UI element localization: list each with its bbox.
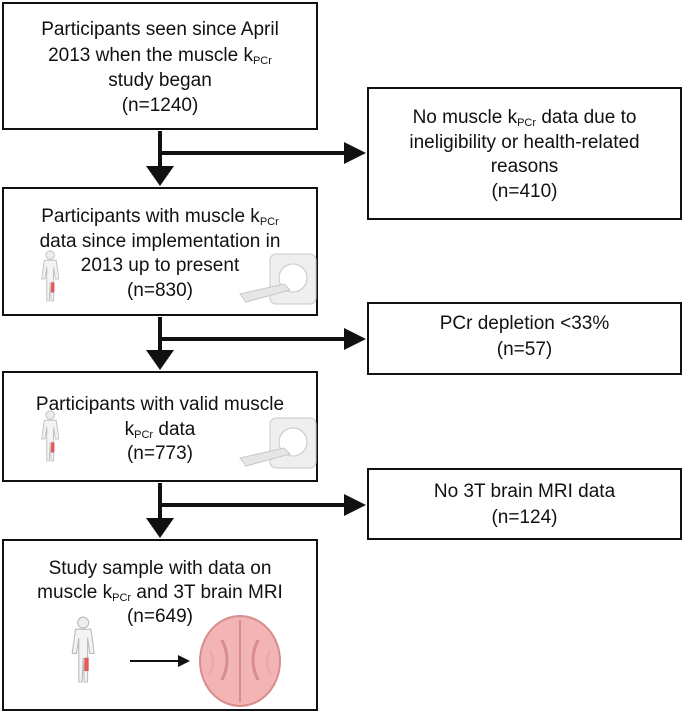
kpcr-subscript: PCr [517,117,537,129]
kpcr-subscript: PCr [134,429,154,441]
box-with-data-line1: Participants with muscle kPCr [2,205,318,234]
box-with-data-line1-text: Participants with muscle k [41,206,260,227]
box-exclusion-3-count: (n=124) [491,507,558,528]
box-exclusion-2 [367,302,682,375]
box-exclusion-2-count: (n=57) [496,339,553,360]
box-with-data-line3: 2013 up to present [80,255,240,276]
leg-to-brain-arrow [130,655,190,667]
box-study-sample-line2-pre: muscle k [37,582,113,603]
box-valid-line2-post: data [153,419,196,440]
box-exclusion-1-line3: reasons [490,156,559,177]
mri-scanner-icon [239,253,317,305]
box-start-count: (n=1240) [121,95,199,116]
box-start-line3: study began [108,70,212,91]
box-with-data-line2: data since implementation in [39,231,281,252]
box-exclusion-1-count: (n=410) [491,181,558,202]
side-arrow-2 [160,328,366,350]
box-valid-line2: kPCr data [2,418,318,447]
down-arrow-2 [146,317,174,370]
down-arrow-3 [146,483,174,538]
box-start-line2: 2013 when the muscle kPCr [2,44,318,73]
box-valid-count: (n=773) [126,443,194,464]
human-leg-icon [41,410,60,462]
down-arrow-1 [146,131,174,186]
box-exclusion-1 [367,87,682,220]
kpcr-subscript: PCr [252,55,272,67]
side-arrow-1 [160,142,366,164]
kpcr-subscript: PCr [259,216,279,228]
box-exclusion-2-line1: PCr depletion <33% [439,313,610,334]
human-leg-icon [71,616,95,683]
kpcr-subscript: PCr [112,592,132,604]
box-exclusion-1-line1: No muscle kPCr data due to [367,106,682,135]
box-study-sample-line2-post: and 3T brain MRI [131,582,283,603]
brain-icon [199,615,281,707]
mri-scanner-icon [239,417,317,469]
box-valid-line1: Participants with valid muscle [35,394,285,415]
box-with-data-count: (n=830) [126,280,194,301]
side-arrow-3 [160,494,366,516]
box-exclusion-1-line1-post: data due to [536,107,637,128]
box-exclusion-1-line2: ineligibility or health-related [409,132,640,153]
box-start-line2-text: 2013 when the muscle k [48,45,253,66]
box-start [2,2,318,130]
box-exclusion-1-line1-pre: No muscle k [412,107,518,128]
box-study-sample-line1: Study sample with data on [48,558,272,579]
box-start-line1: Participants seen since April [41,19,279,40]
box-study-sample-count: (n=649) [126,606,194,627]
box-with-data [2,187,318,316]
human-leg-icon [41,250,60,302]
box-valid-line2-pre: k [124,419,135,440]
box-exclusion-3 [367,468,682,540]
box-exclusion-3-line1: No 3T brain MRI data [433,481,616,502]
box-study-sample-line2: muscle kPCr and 3T brain MRI [2,581,318,610]
